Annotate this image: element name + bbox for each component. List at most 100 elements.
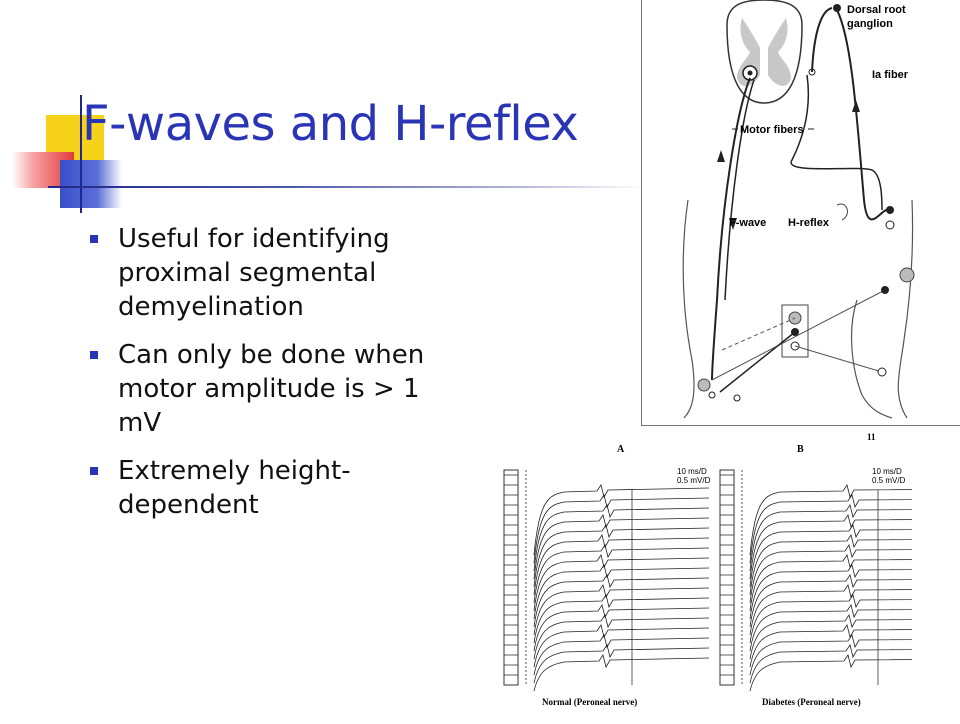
emg-trace	[533, 524, 710, 588]
label-motor-fibers: Motor fibers	[740, 124, 804, 136]
bullet-text: Useful for identifying proximal segmenta…	[118, 224, 390, 322]
emg-trace	[749, 534, 960, 596]
bullet-square-icon	[90, 351, 98, 359]
arrow-icon	[729, 218, 737, 230]
emg-trace	[749, 614, 960, 660]
panel-b-scale-amp: 0.5 mV/D	[872, 476, 906, 485]
panel-a-scale-time: 10 ms/D	[677, 467, 707, 476]
gray-matter-right	[768, 18, 791, 86]
reflex-pathway-diagram: Dorsal root ganglion Ia fiber Motor fibe…	[682, 0, 915, 419]
emg-trace	[533, 494, 710, 564]
panel-a-scale-amp: 0.5 mV/D	[677, 476, 711, 485]
arrow-icon	[852, 100, 860, 112]
bullet-list: Useful for identifying proximal segmenta…	[90, 222, 470, 536]
f-wave-traces-figure: 11 A B 10 ms/D 0.5 mV/D 10 ms/D 0.5 mV/D…	[492, 430, 960, 720]
emg-trace	[749, 504, 960, 572]
bullet-square-icon	[90, 235, 98, 243]
leg-outline-left	[682, 199, 695, 419]
leg-node	[877, 367, 887, 377]
emg-trace	[533, 604, 710, 652]
foot-node	[733, 394, 741, 402]
emg-trace	[533, 634, 710, 676]
arrow-icon	[717, 150, 725, 162]
emg-trace	[749, 514, 960, 580]
motor-neuron-nucleus	[747, 70, 753, 76]
nerve-line	[794, 345, 883, 373]
emg-trace	[749, 644, 960, 684]
reflex-pathway-figure: Dorsal root ganglion Ia fiber Motor fibe…	[641, 0, 960, 426]
ia-fiber	[836, 9, 891, 221]
emg-trace	[533, 614, 710, 660]
emg-trace	[749, 624, 960, 668]
nerve-line	[711, 289, 886, 381]
label-dorsal-root: Dorsal root	[847, 4, 906, 16]
foot-muscle-node	[697, 378, 711, 392]
emg-trace	[533, 624, 710, 668]
stimulation-site	[781, 304, 809, 358]
emg-trace	[533, 644, 710, 684]
emg-trace	[749, 524, 960, 588]
emg-trace	[749, 634, 960, 676]
decor-blue-square	[60, 160, 122, 208]
label-h-reflex: H-reflex	[788, 217, 830, 229]
nerve-line	[719, 331, 796, 393]
trace-ruler	[719, 469, 735, 686]
panel-b-scale-time: 10 ms/D	[872, 467, 902, 476]
dorsal-root	[811, 7, 833, 73]
bullet-text: Can only be done when motor amplitude is…	[118, 340, 425, 438]
emg-trace	[749, 654, 960, 692]
emg-trace	[533, 504, 710, 572]
emg-trace	[749, 494, 960, 564]
title-underline	[48, 186, 644, 188]
emg-trace	[533, 584, 710, 636]
leg-outline-right	[897, 199, 914, 419]
slide-title: F-waves and H-reflex	[82, 96, 579, 152]
f-wave-traces: 11 A B 10 ms/D 0.5 mV/D 10 ms/D 0.5 mV/D…	[503, 432, 960, 707]
recording-node	[881, 286, 889, 294]
bullet-item: Extremely height-dependent	[90, 454, 470, 522]
muscle-node	[899, 267, 915, 283]
emg-trace	[533, 574, 710, 628]
caption-normal: Normal (Peroneal nerve)	[542, 697, 637, 707]
label-f-wave: F-wave	[729, 217, 766, 229]
leg-outline-inner	[850, 299, 893, 419]
spindle-coil	[836, 203, 848, 221]
emg-trace	[533, 554, 710, 612]
emg-trace	[533, 484, 710, 556]
muscle-node	[885, 220, 895, 230]
dorsal-root-ganglion	[833, 4, 841, 12]
emg-trace	[749, 574, 960, 628]
emg-trace	[533, 534, 710, 596]
panel-b-label: B	[797, 444, 804, 455]
emg-trace	[749, 554, 960, 612]
foot-node	[708, 391, 716, 399]
emg-trace	[533, 544, 710, 604]
emg-trace	[533, 594, 710, 644]
emg-trace	[533, 654, 710, 692]
page-number: 11	[867, 432, 876, 442]
panel-b-traces	[719, 469, 960, 692]
bullet-text: Extremely height-dependent	[118, 456, 351, 520]
bullet-item: Useful for identifying proximal segmenta…	[90, 222, 470, 324]
panel-a-label: A	[617, 444, 625, 455]
label-ganglion: ganglion	[847, 18, 893, 30]
emg-trace	[533, 514, 710, 580]
trace-ruler	[503, 469, 519, 686]
motor-fiber-return	[724, 79, 755, 301]
decor-vertical-line	[80, 95, 82, 213]
caption-diabetes: Diabetes (Peroneal nerve)	[762, 697, 861, 707]
motor-fiber-f-wave	[711, 77, 751, 381]
emg-trace	[749, 584, 960, 636]
h-reflex-path	[790, 74, 883, 211]
emg-trace	[749, 544, 960, 604]
bullet-item: Can only be done when motor amplitude is…	[90, 338, 470, 440]
emg-trace	[749, 604, 960, 652]
emg-trace	[749, 594, 960, 644]
muscle-node	[886, 206, 894, 214]
emg-trace	[533, 564, 710, 620]
panel-a-traces	[503, 469, 710, 692]
bullet-square-icon	[90, 467, 98, 475]
spinal-cord	[726, 0, 803, 104]
emg-trace	[749, 484, 960, 556]
emg-trace	[749, 564, 960, 620]
